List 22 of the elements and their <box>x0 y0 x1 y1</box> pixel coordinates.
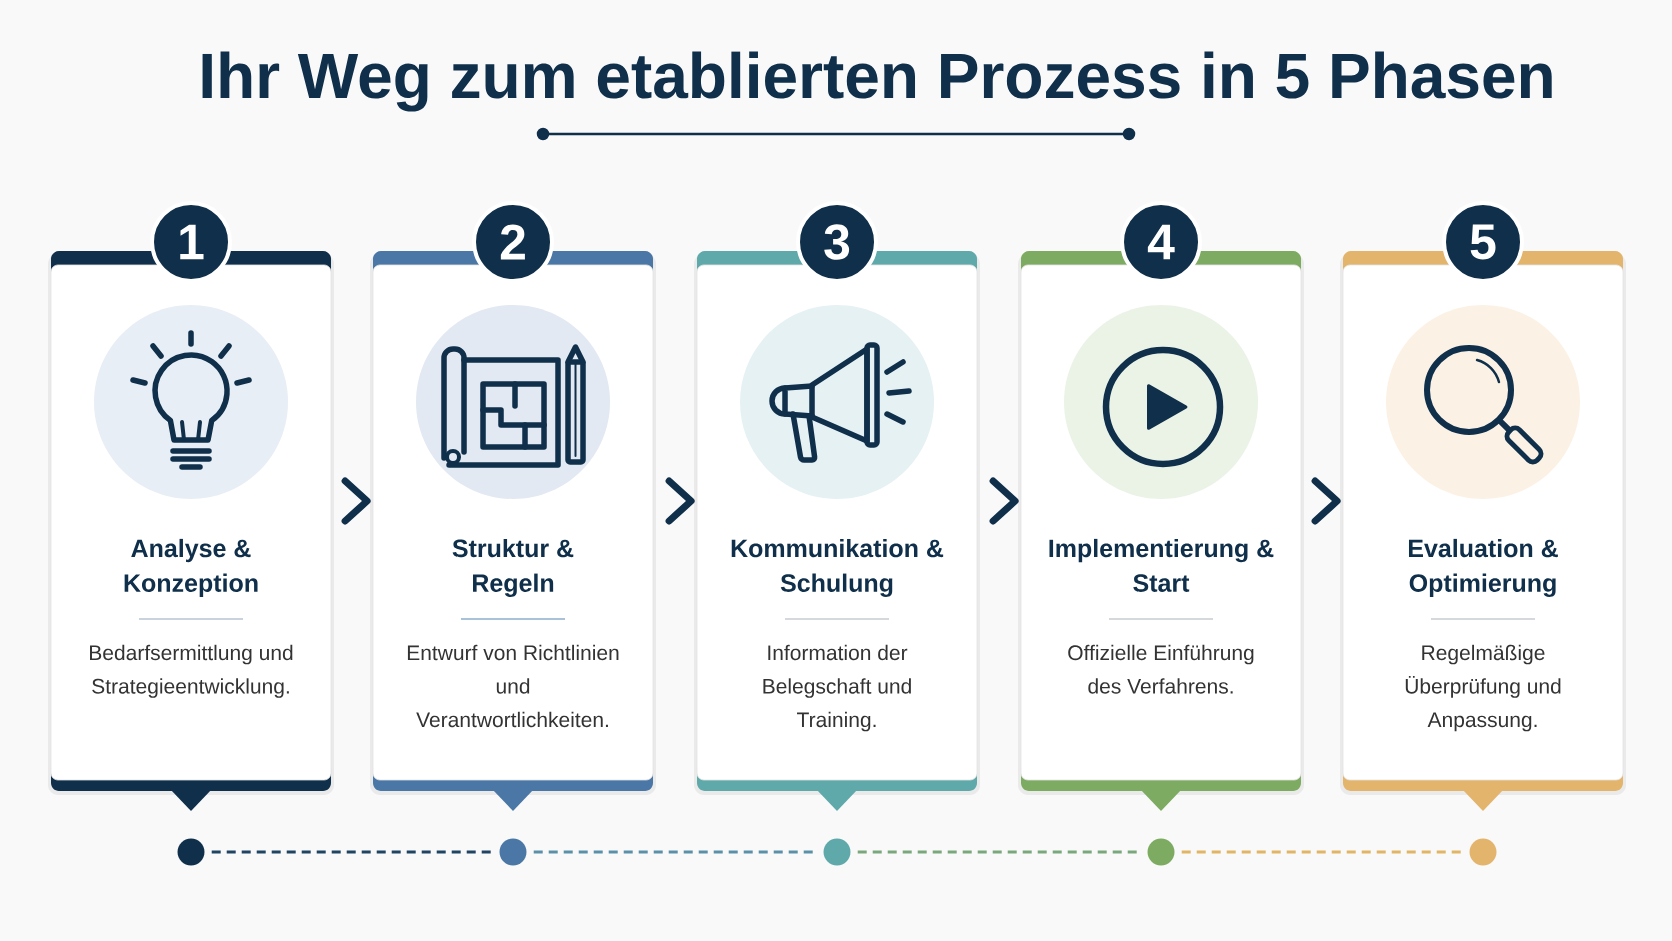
timeline-dot <box>499 838 527 866</box>
card-heading: Analyse & Konzeption <box>124 538 258 597</box>
timeline-dot <box>1147 838 1175 866</box>
dashed-connector <box>1181 850 1463 854</box>
chevron-arrow <box>986 477 1019 525</box>
card-heading: Evaluation & Optimierung <box>1409 538 1558 597</box>
chevron-arrow <box>1310 477 1341 525</box>
title: Ihr Weg zum etablierten Prozess in 5 Phasen <box>202 51 1552 112</box>
card-description: Information der Belegschaft und Training. <box>763 644 911 732</box>
card-description: Entwurf von Richtlinien und Verantwortlichkeiten. <box>407 644 619 728</box>
card-heading: Struktur & Regeln <box>452 538 574 597</box>
card-description: Regelmäßige Überprüfung und Anpassung. <box>1405 644 1561 732</box>
timeline-dot <box>1469 838 1497 866</box>
timeline-dot <box>823 838 851 866</box>
card-description: Offizielle Einführung des Verfahrens. <box>1068 644 1254 694</box>
timeline-dot <box>177 838 205 866</box>
chevron-arrow <box>340 477 371 525</box>
card-description: Bedarfsermittlung und Strategieentwicklung. <box>90 644 293 698</box>
card-heading: Implementierung & Start <box>1049 538 1274 592</box>
dashed-connector <box>211 850 493 854</box>
card-heading: Kommunikation & Schulung <box>731 538 944 597</box>
chevron-arrow <box>662 477 695 525</box>
